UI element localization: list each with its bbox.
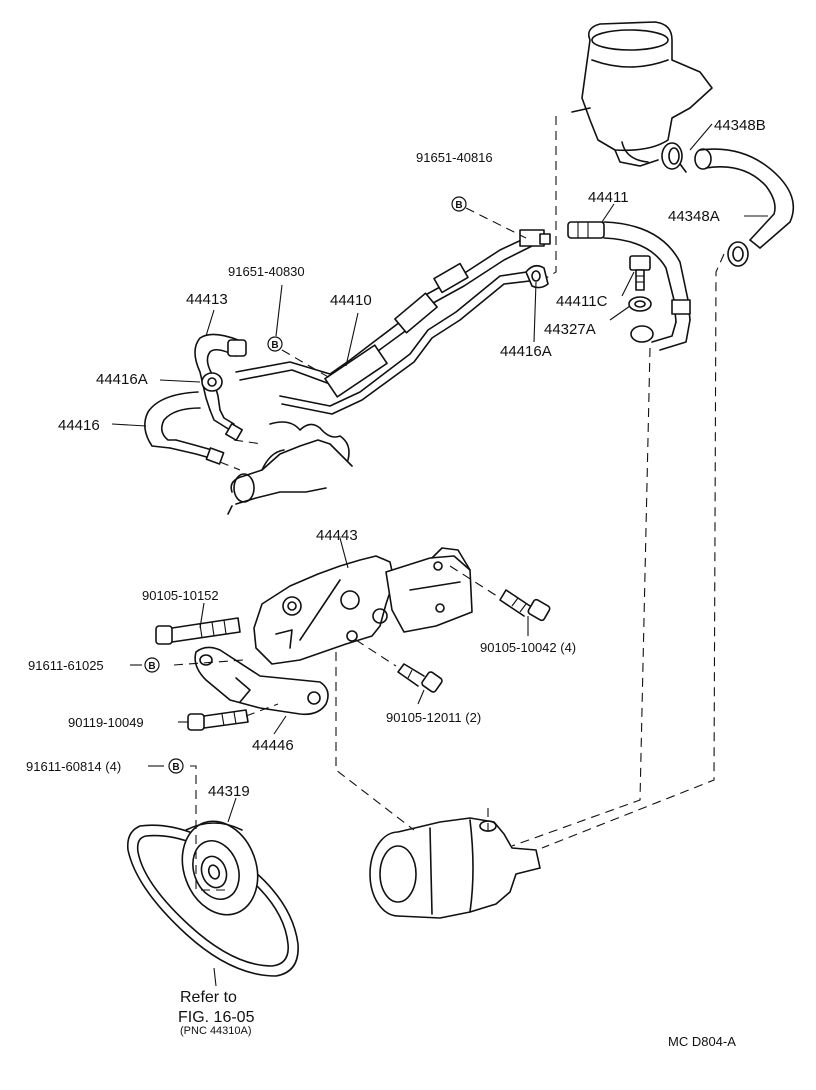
refer-figure-text: FIG. 16-05 xyxy=(178,1009,255,1026)
label-44411C: 44411C xyxy=(556,293,608,310)
reservoir-tank xyxy=(571,21,713,167)
return-hose-44348A xyxy=(694,148,795,249)
dashed-connection-lines xyxy=(173,116,725,891)
clamp-44416A-left xyxy=(201,372,223,392)
hose-44416 xyxy=(144,391,225,465)
label-44410: 44410 xyxy=(330,292,372,309)
union-bolt-44411C xyxy=(629,255,651,291)
clamp-44348A xyxy=(727,241,749,267)
bolt-90105-12011 xyxy=(397,663,443,693)
pump-bracket-44443 xyxy=(253,547,473,665)
label-44416: 44416 xyxy=(58,417,100,434)
label-44443: 44443 xyxy=(316,527,358,544)
label-90105-10152: 90105-10152 xyxy=(142,588,219,603)
pulley-44319 xyxy=(181,820,259,916)
svg-text:B: B xyxy=(148,661,155,672)
tube-assembly-44410 xyxy=(235,229,551,415)
label-44411: 44411 xyxy=(588,189,629,206)
clamp-44348B xyxy=(661,142,687,173)
adjusting-bar-44446 xyxy=(194,646,329,716)
label-44348A: 44348A xyxy=(668,208,720,225)
label-91651-40816: 91651-40816 xyxy=(416,150,493,165)
label-44446: 44446 xyxy=(252,737,294,754)
bolt-90119-10049 xyxy=(187,709,249,731)
svg-text:B: B xyxy=(455,200,462,211)
steering-gear-housing xyxy=(227,421,353,515)
diagram-code: MC D804-A xyxy=(668,1034,736,1049)
bolt-90105-10152 xyxy=(155,617,241,645)
label-90105-12011: 90105-12011 (2) xyxy=(386,710,481,725)
label-44348B: 44348B xyxy=(714,117,766,134)
label-91651-40830: 91651-40830 xyxy=(228,264,305,279)
label-44416A-right: 44416A xyxy=(500,343,552,360)
label-91611-60814: 91611-60814 (4) xyxy=(26,759,121,774)
label-90119-10049: 90119-10049 xyxy=(68,715,144,730)
b-marker-91611-60814: B xyxy=(168,758,184,774)
label-44413: 44413 xyxy=(186,291,228,308)
svg-text:B: B xyxy=(271,340,278,351)
label-leader-lines xyxy=(111,123,768,987)
b-marker-91651-40816: B xyxy=(451,196,467,212)
svg-text:B: B xyxy=(172,762,179,773)
label-44319: 44319 xyxy=(208,783,250,800)
hose-44413 xyxy=(194,333,247,441)
pressure-hose-44411 xyxy=(567,221,691,351)
label-91611-61025: 91611-61025 xyxy=(28,658,104,673)
refer-to-text: Refer to xyxy=(180,989,237,1006)
gasket-44327A xyxy=(628,296,652,312)
refer-pnc-text: (PNC 44310A) xyxy=(180,1025,252,1037)
label-44416A-left: 44416A xyxy=(96,371,148,388)
label-90105-10042: 90105-10042 (4) xyxy=(480,640,576,655)
b-marker-91611-61025: B xyxy=(144,657,160,673)
bolt-90105-10042 xyxy=(499,589,551,622)
label-44327A: 44327A xyxy=(544,321,596,338)
clamp-44416A-right xyxy=(525,264,549,289)
vane-pump-assembly xyxy=(369,817,541,919)
b-marker-91651-40830: B xyxy=(267,336,283,352)
